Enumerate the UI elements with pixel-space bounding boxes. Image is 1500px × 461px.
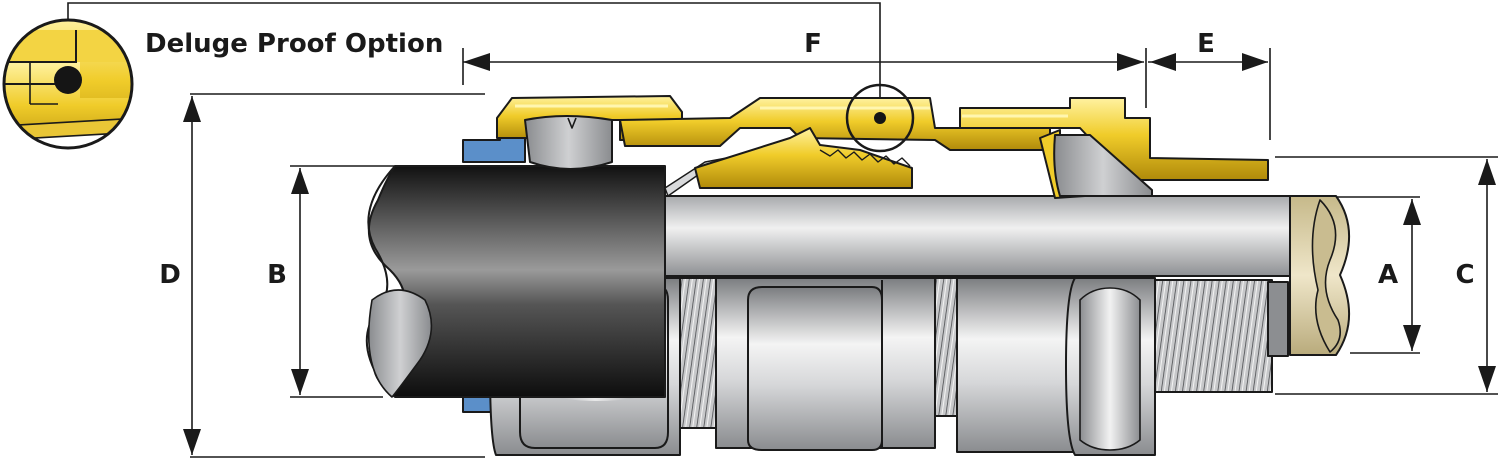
middle-body-section [619,97,1051,151]
entry-thread [1154,279,1273,393]
deluge-proof-inset [2,18,134,150]
deluge-seal-marker [845,83,915,153]
dimension-label-e: E [1197,29,1215,59]
inner-seal [1053,134,1153,197]
thread-section-2 [934,277,958,417]
dimension-label-f: F [804,29,822,59]
dimension-label-b: B [267,260,287,290]
cable-inner-core [659,195,1293,277]
dimension-label-c: C [1455,260,1474,290]
cable [365,165,1350,398]
dimension-lines [183,48,1498,458]
o-ring-marker-icon [874,112,886,124]
armour-cone [694,127,913,189]
o-ring-seal-icon [54,66,82,94]
inset-title: Deluge Proof Option [145,29,443,59]
dimension-label-d: D [159,260,181,290]
thread-section-1 [679,277,717,429]
gland-upper-section [462,95,1269,199]
entry-body-section [959,97,1269,181]
inset-leader-line [67,2,881,118]
entry-body [956,277,1076,453]
grey-seal-ring [524,115,613,170]
dimension-label-a: A [1378,260,1398,290]
